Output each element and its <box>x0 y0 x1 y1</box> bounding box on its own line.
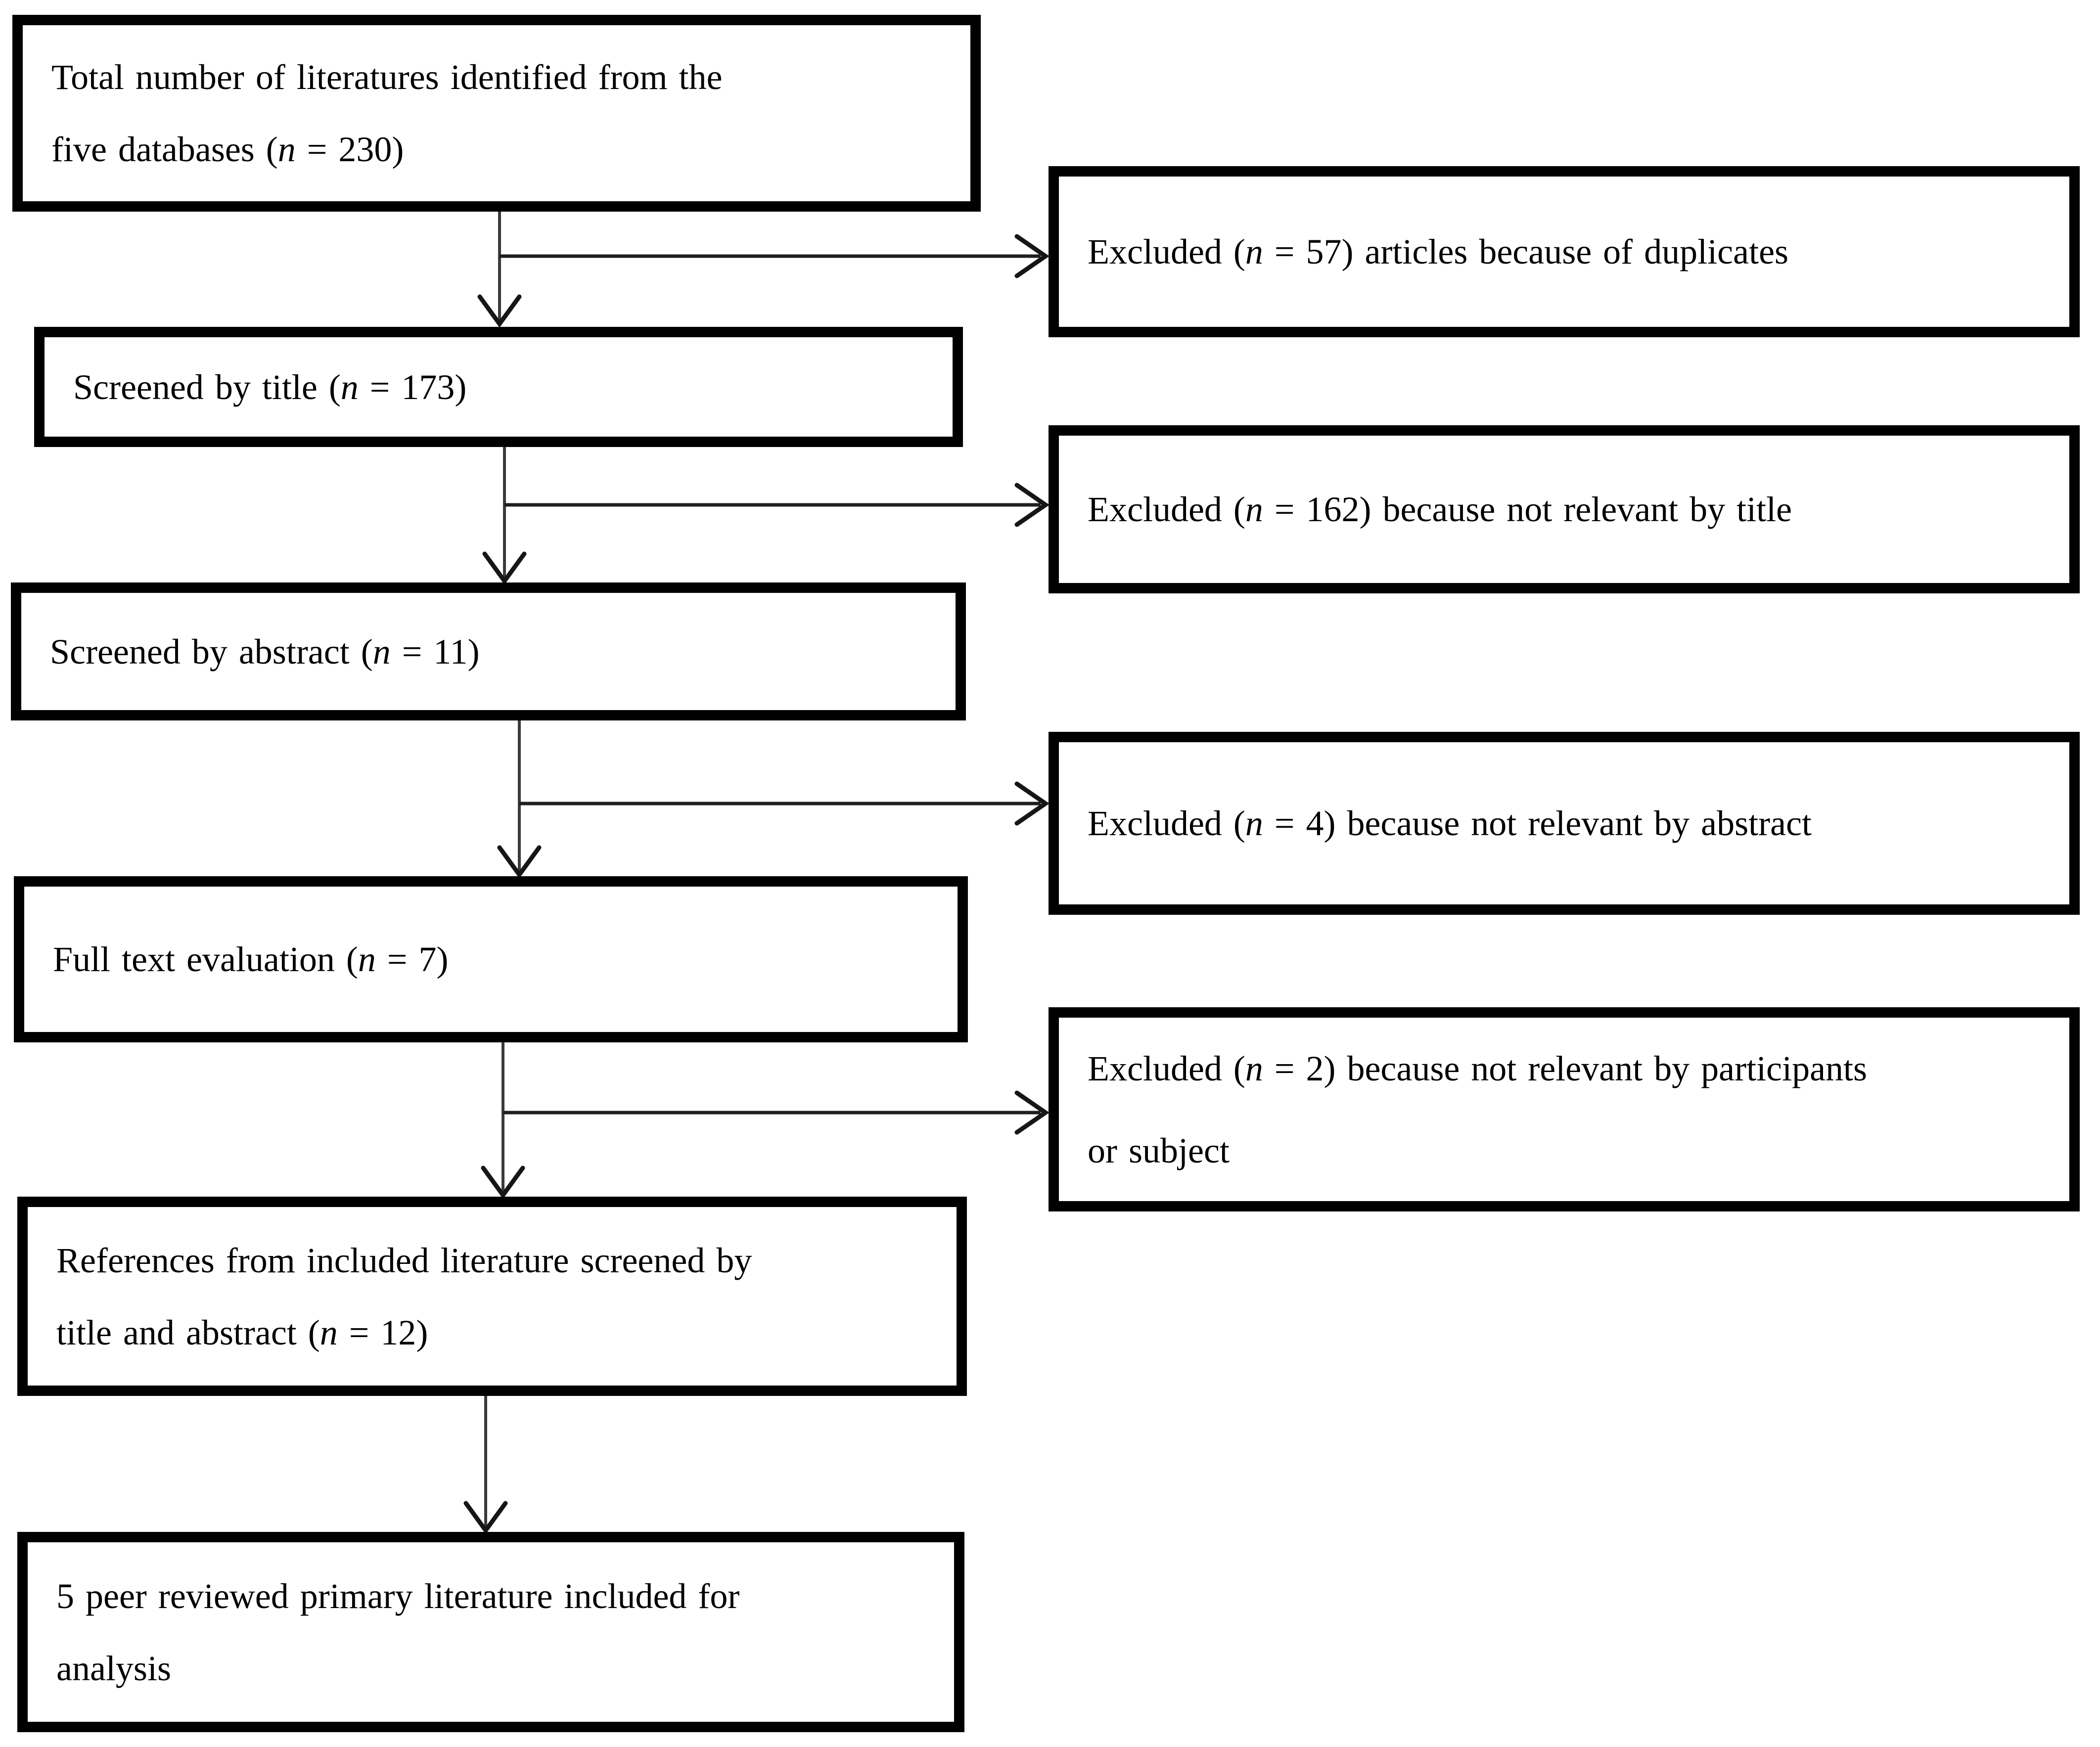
box-excluded-duplicates: Excluded (n = 57) articles because of du… <box>1049 166 2080 337</box>
n-variable: n <box>340 367 359 407</box>
branch-to-excluded-participants <box>503 1090 1050 1135</box>
branch-to-excluded-abstract <box>519 781 1050 826</box>
box-label-line: Screened by title (n = 173) <box>73 369 924 405</box>
label-segment: = 230) <box>295 130 404 169</box>
arrowhead-down-icon <box>497 845 542 879</box>
arrowhead-right-icon <box>1014 1090 1050 1135</box>
box-label-line: Excluded (n = 57) articles because of du… <box>1088 234 2041 269</box>
arrowhead-down-icon <box>477 294 522 328</box>
box-excluded-not-relevant-participants: Excluded (n = 2) because not relevant by… <box>1049 1007 2080 1211</box>
box-label-line: 5 peer reviewed primary literature inclu… <box>56 1578 925 1614</box>
box-label-line: five databases (n = 230) <box>51 132 942 167</box>
label-segment: analysis <box>56 1648 171 1688</box>
label-segment: = 4) because not relevant by abstract <box>1263 804 1812 843</box>
label-segment: 5 peer reviewed primary literature inclu… <box>56 1576 740 1616</box>
label-segment: Total number of literatures identified f… <box>51 57 723 97</box>
box-screened-by-title: Screened by title (n = 173) <box>34 327 963 447</box>
n-variable: n <box>1245 490 1263 529</box>
branch-to-excluded-duplicates <box>500 234 1050 278</box>
label-segment: Excluded ( <box>1088 490 1245 529</box>
n-variable: n <box>358 940 376 979</box>
connector-identified-to-screened-title <box>477 212 522 328</box>
box-label-line: Excluded (n = 162) because not relevant … <box>1088 492 2041 527</box>
box-total-identified: Total number of literatures identified f… <box>12 15 981 212</box>
branch-to-excluded-title <box>504 483 1050 527</box>
box-excluded-not-relevant-title: Excluded (n = 162) because not relevant … <box>1049 425 2080 593</box>
connector-full-text-to-references <box>481 1042 525 1199</box>
box-full-text-evaluation: Full text evaluation (n = 7) <box>14 876 968 1042</box>
label-segment: title and abstract ( <box>56 1312 320 1352</box>
box-label-line: Screened by abstract (n = 11) <box>50 634 927 670</box>
label-segment: = 57) articles because of duplicates <box>1263 232 1789 271</box>
label-segment: five databases ( <box>51 130 278 169</box>
n-variable: n <box>277 130 296 169</box>
label-segment: Screened by title ( <box>73 367 341 407</box>
arrowhead-down-icon <box>463 1501 508 1534</box>
box-included-for-analysis: 5 peer reviewed primary literature inclu… <box>17 1532 964 1732</box>
label-segment: Excluded ( <box>1088 232 1245 271</box>
connector-screened-abstract-to-full-text <box>497 720 542 879</box>
arrowhead-right-icon <box>1014 483 1050 527</box>
box-label-line: Full text evaluation (n = 7) <box>53 941 929 977</box>
box-references-screened: References from included literature scre… <box>17 1197 967 1396</box>
n-variable: n <box>1245 1048 1263 1088</box>
box-excluded-not-relevant-abstract: Excluded (n = 4) because not relevant by… <box>1049 732 2080 915</box>
box-label-line: or subject <box>1088 1133 2041 1168</box>
box-label-line: References from included literature scre… <box>56 1243 928 1278</box>
box-label-line: title and abstract (n = 12) <box>56 1315 928 1350</box>
label-segment: = 2) because not relevant by participant… <box>1263 1048 1868 1088</box>
label-segment: = 12) <box>337 1312 428 1352</box>
box-label-line: Excluded (n = 4) because not relevant by… <box>1088 806 2041 841</box>
label-segment: References from included literature scre… <box>56 1240 752 1280</box>
label-segment: = 11) <box>390 631 480 672</box>
connector-screened-title-to-screened-abstract <box>482 447 527 585</box>
label-segment: Excluded ( <box>1088 1048 1245 1088</box>
connector-references-to-included <box>463 1396 508 1534</box>
box-label-line: Excluded (n = 2) because not relevant by… <box>1088 1051 2041 1086</box>
label-segment: = 173) <box>358 367 467 407</box>
n-variable: n <box>1245 232 1263 271</box>
arrowhead-right-icon <box>1014 234 1050 278</box>
label-segment: Screened by abstract ( <box>50 631 373 672</box>
arrowhead-down-icon <box>481 1165 525 1199</box>
n-variable: n <box>1245 804 1263 843</box>
label-segment: = 162) because not relevant by title <box>1263 490 1792 529</box>
box-label-line: analysis <box>56 1651 925 1686</box>
label-segment: Full text evaluation ( <box>53 940 358 979</box>
label-segment: Excluded ( <box>1088 804 1245 843</box>
arrowhead-right-icon <box>1014 781 1050 826</box>
label-segment: or subject <box>1088 1130 1230 1170</box>
box-label-line: Total number of literatures identified f… <box>51 59 942 95</box>
n-variable: n <box>320 1312 338 1352</box>
label-segment: = 7) <box>375 940 449 979</box>
arrowhead-down-icon <box>482 551 527 585</box>
n-variable: n <box>372 631 391 672</box>
box-screened-by-abstract: Screened by abstract (n = 11) <box>11 582 966 720</box>
